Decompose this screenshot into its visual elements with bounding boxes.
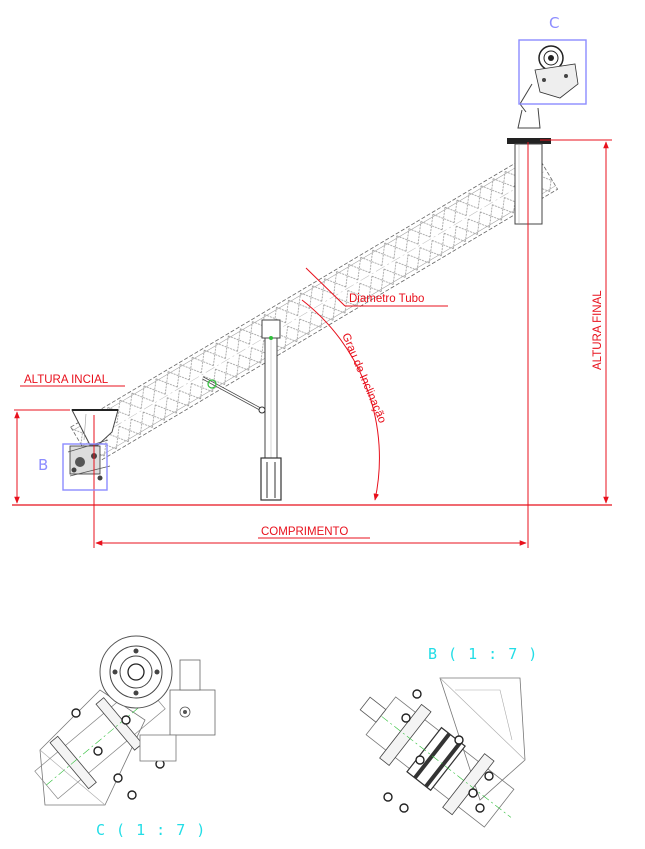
- detail-marker-b-box[interactable]: [62, 443, 108, 491]
- altura-final-label: ALTURA FINAL: [592, 290, 604, 370]
- detail-marker-c-label: C: [549, 14, 559, 32]
- comprimento-label: COMPRIMENTO: [261, 526, 348, 538]
- angle-arc: [301, 299, 380, 501]
- detail-b-view: [359, 677, 526, 828]
- detail-marker-c-box[interactable]: [518, 39, 587, 105]
- support-leg: [202, 319, 282, 501]
- detail-c-title: C ( 1 : 7 ): [96, 821, 206, 839]
- dimensions: [12, 139, 612, 548]
- detail-marker-b-label: B: [38, 456, 48, 474]
- diametro-tubo-label: Diametro Tubo: [349, 293, 424, 305]
- grau-inclinacao-label: Grau de Inclinação: [339, 331, 388, 425]
- upper-drive-assembly: [517, 45, 579, 129]
- conveyor-elevation: [67, 45, 579, 501]
- intake-hopper: [71, 409, 119, 446]
- conveyor-tube: [70, 150, 559, 466]
- detail-b-title: B ( 1 : 7 ): [428, 645, 538, 663]
- lower-drive-assembly: [67, 439, 111, 481]
- altura-inicial-label: ALTURA INCIAL: [24, 374, 109, 386]
- detail-c-view: [34, 635, 216, 806]
